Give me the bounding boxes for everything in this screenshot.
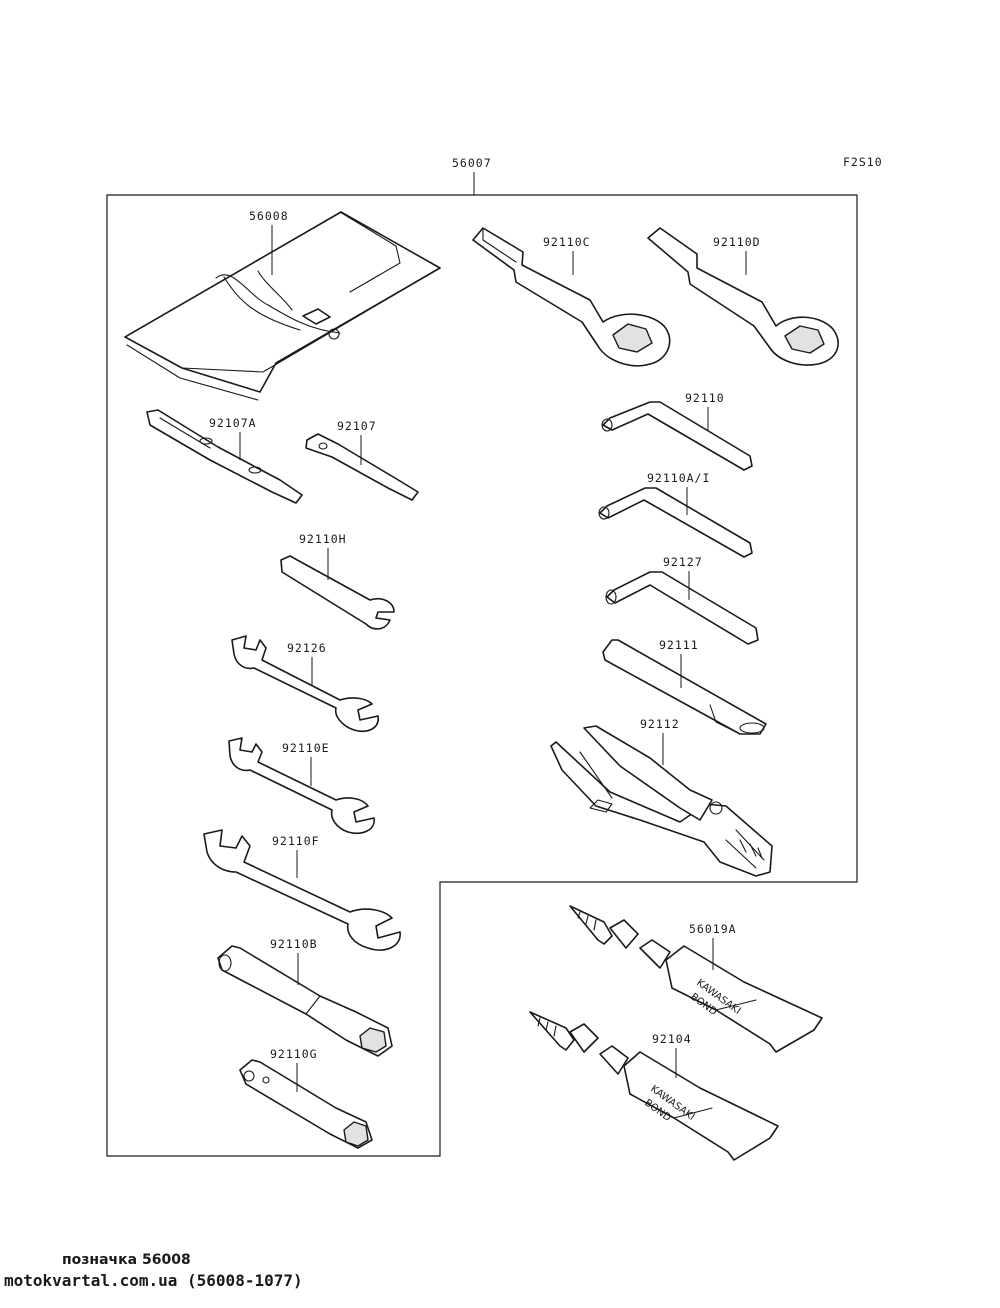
part-label-92110G: 92110G <box>270 1047 318 1061</box>
part-label-92110E: 92110E <box>282 741 330 755</box>
box-spanner-92110G <box>239 1059 373 1149</box>
ring-spanner-92110C <box>472 227 671 367</box>
pliers-92112 <box>550 725 773 877</box>
open-wrench-92110F <box>203 829 401 951</box>
hex-key-92110AI <box>598 487 753 558</box>
hex-key-92127 <box>605 571 759 645</box>
hex-key-92110 <box>601 401 753 471</box>
tube-bar-92111 <box>602 639 767 735</box>
open-wrench-92126 <box>231 635 379 732</box>
part-label-92104: 92104 <box>652 1032 692 1046</box>
part-label-92127: 92127 <box>663 555 703 569</box>
part-label-92110C: 92110C <box>543 235 591 249</box>
sealant-tube-92104: KAWASAKI BOND <box>529 1011 779 1161</box>
box-spanner-92110B <box>217 945 393 1057</box>
part-label-92110B: 92110B <box>270 937 318 951</box>
screwdriver-92107 <box>305 433 419 501</box>
part-label-92110D: 92110D <box>713 235 761 249</box>
figure-code: F2S10 <box>843 155 883 169</box>
part-label-92110AI: 92110A/I <box>647 471 710 485</box>
kit-number-label: 56007 <box>452 156 492 170</box>
part-label-92107: 92107 <box>337 419 377 433</box>
spanner-92110H <box>280 555 395 630</box>
caption-part-reference: позначка 56008 <box>62 1252 191 1268</box>
open-wrench-92110E <box>228 737 375 834</box>
part-label-92126: 92126 <box>287 641 327 655</box>
sealant-tube-56019A: KAWASAKI BOND <box>569 905 823 1053</box>
part-label-92112: 92112 <box>640 717 680 731</box>
part-label-92110H: 92110H <box>299 532 347 546</box>
screwdriver-92107A <box>146 409 303 504</box>
part-label-92110: 92110 <box>685 391 725 405</box>
caption-source: motokvartal.com.ua (56008-1077) <box>4 1271 303 1290</box>
kit-frame <box>106 194 858 1157</box>
part-label-92107A: 92107A <box>209 416 257 430</box>
part-label-56019A: 56019A <box>689 922 737 936</box>
ring-spanner-92110D <box>647 227 839 366</box>
tool-bag-56008 <box>124 211 441 401</box>
part-label-56008: 56008 <box>249 209 289 223</box>
part-label-92110F: 92110F <box>272 834 320 848</box>
part-label-92111: 92111 <box>659 638 699 652</box>
